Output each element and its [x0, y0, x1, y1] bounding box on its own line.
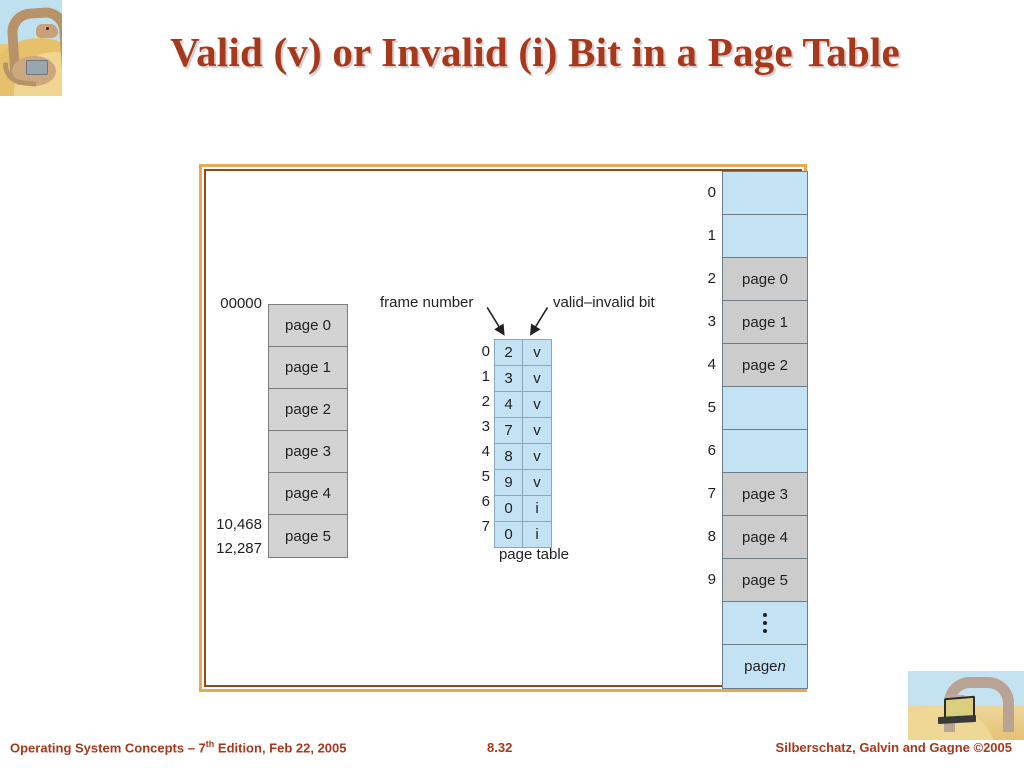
logical-memory-cell: page 2: [269, 389, 347, 431]
physical-memory-index: 8: [707, 528, 716, 545]
physical-memory-frame: [723, 430, 807, 473]
page-table-index: 0: [481, 343, 490, 360]
physical-memory-index: 1: [707, 227, 716, 244]
page-table-index: 7: [481, 518, 490, 535]
slide-number: 8.32: [487, 740, 513, 755]
logical-memory-cell: page 3: [269, 431, 347, 473]
page-table-valid-cell: i: [523, 496, 551, 521]
logical-memory-cell: page 5: [269, 515, 347, 557]
physical-memory-frame: page 5: [723, 559, 807, 602]
page-table: 2 v 3 v 4 v 7 v 8 v 9 v: [494, 339, 552, 548]
physical-memory-frame-n-italic: n: [777, 658, 786, 675]
figure-frame: frame number valid–invalid bit 00000 10,…: [199, 164, 808, 692]
page-table-row: 0 i: [495, 496, 551, 522]
logical-memory-bottom-address: 12,287: [216, 540, 262, 557]
page-table-frame-cell: 0: [495, 496, 523, 521]
physical-memory-index: 3: [707, 313, 716, 330]
page-table-index: 6: [481, 493, 490, 510]
physical-memory-frame: [723, 215, 807, 258]
logical-memory-top-address: 00000: [220, 295, 262, 312]
physical-memory-index: 0: [707, 184, 716, 201]
clipart-dinosaur-head: [36, 24, 58, 38]
physical-memory-index: 6: [707, 442, 716, 459]
page-table-row: 7 v: [495, 418, 551, 444]
physical-memory-frame: page 2: [723, 344, 807, 387]
page-table-valid-cell: v: [523, 418, 551, 443]
page-table-valid-cell: i: [523, 522, 551, 547]
logical-memory-cell: page 4: [269, 473, 347, 515]
page-table-valid-cell: v: [523, 444, 551, 469]
page-table-row: 4 v: [495, 392, 551, 418]
page-table-index: 2: [481, 393, 490, 410]
page-table-index: 1: [481, 368, 490, 385]
figure-canvas: frame number valid–invalid bit 00000 10,…: [204, 169, 808, 689]
footer-copyright: Silberschatz, Galvin and Gagne ©2005: [775, 740, 1012, 755]
bottom-right-dinosaur-clipart: [908, 671, 1024, 740]
physical-memory-index: 7: [707, 485, 716, 502]
page-table-frame-cell: 4: [495, 392, 523, 417]
physical-memory-frame: [723, 387, 807, 430]
clipart-laptop: [26, 60, 48, 75]
physical-memory-frame: [723, 172, 807, 215]
page-table-index: 5: [481, 468, 490, 485]
physical-memory-index: 9: [707, 571, 716, 588]
physical-memory-index: 5: [707, 399, 716, 416]
physical-memory-index: 4: [707, 356, 716, 373]
logical-memory-cell: page 0: [269, 305, 347, 347]
physical-memory-frame: page 4: [723, 516, 807, 559]
page-table-frame-cell: 3: [495, 366, 523, 391]
footer-left: Operating System Concepts – 7th Edition,…: [10, 739, 347, 755]
page-table-valid-cell: v: [523, 366, 551, 391]
page-table-row: 8 v: [495, 444, 551, 470]
page-table-index: 4: [481, 443, 490, 460]
physical-memory-frame: page 1: [723, 301, 807, 344]
footer-left-prefix: Operating System Concepts – 7: [10, 740, 206, 755]
physical-memory-frame-n: page n: [723, 645, 807, 688]
logical-memory-column: page 0 page 1 page 2 page 3 page 4 page …: [268, 304, 348, 558]
valid-invalid-bit-annotation: valid–invalid bit: [553, 294, 655, 311]
ellipsis-dot: [763, 629, 767, 633]
page-table-row: 3 v: [495, 366, 551, 392]
physical-memory-frame: page 0: [723, 258, 807, 301]
page-table-frame-cell: 7: [495, 418, 523, 443]
physical-memory-index: 2: [707, 270, 716, 287]
footer-left-suffix: Edition, Feb 22, 2005: [214, 740, 347, 755]
frame-number-annotation: frame number: [380, 294, 474, 311]
clipart-dinosaur-eye: [46, 27, 49, 30]
page-table-index: 3: [481, 418, 490, 435]
page-table-frame-cell: 2: [495, 340, 523, 365]
footer-left-superscript: th: [205, 738, 215, 749]
page-table-valid-cell: v: [523, 470, 551, 495]
page-table-row: 9 v: [495, 470, 551, 496]
page-table-frame-cell: 9: [495, 470, 523, 495]
page-table-caption: page table: [498, 546, 570, 563]
page-table-frame-cell: 8: [495, 444, 523, 469]
clipart-divider: [62, 0, 66, 96]
page-title: Valid (v) or Invalid (i) Bit in a Page T…: [170, 29, 900, 75]
page-table-row: 2 v: [495, 340, 551, 366]
page-table-frame-cell: 0: [495, 522, 523, 547]
physical-memory-frame: page 3: [723, 473, 807, 516]
page-table-valid-cell: v: [523, 340, 551, 365]
page-table-row: 0 i: [495, 522, 551, 547]
ellipsis-dot: [763, 621, 767, 625]
top-left-dinosaur-clipart: [0, 0, 66, 96]
logical-memory-cell: page 1: [269, 347, 347, 389]
physical-memory-frame-n-prefix: page: [744, 658, 778, 675]
ellipsis-dot: [763, 613, 767, 617]
physical-memory-column: page 0 page 1 page 2 page 3 page 4 page …: [722, 171, 808, 689]
logical-memory-mid-address: 10,468: [216, 516, 262, 533]
physical-memory-ellipsis: [723, 602, 807, 645]
page-table-valid-cell: v: [523, 392, 551, 417]
